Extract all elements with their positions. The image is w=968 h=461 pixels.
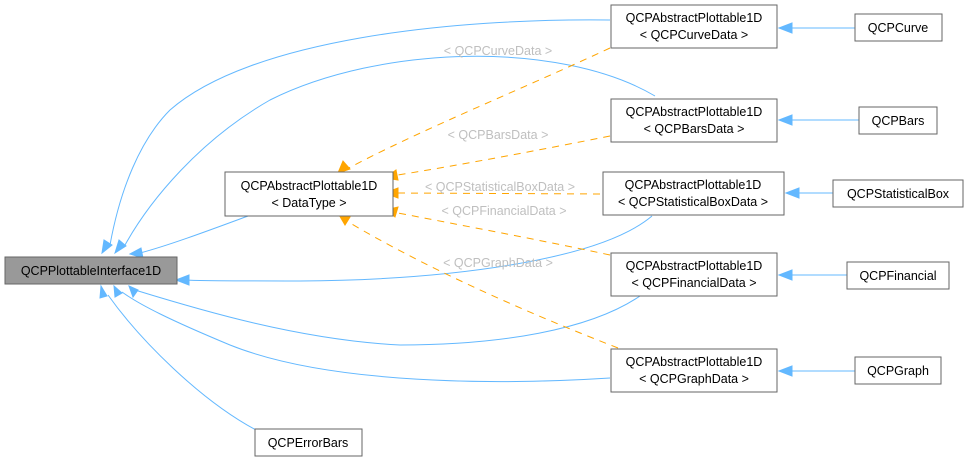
edge-label-graph: < QCPGraphData > [443,256,553,270]
arrowhead-statboxdata [784,187,800,199]
node-abstractplottable1d-financialdata[interactable]: QCPAbstractPlottable1D < QCPFinancialDat… [610,252,778,297]
edge-graphdata-template [344,219,619,349]
node-label: QCPAbstractPlottable1D [625,178,762,192]
node-abstractplottable1d-statisticalboxdata[interactable]: QCPAbstractPlottable1D < QCPStatisticalB… [602,171,785,216]
node-template-label: < QCPCurveData > [640,28,748,42]
arrowhead-curvedata [777,22,793,34]
arrowhead-root-4 [174,274,190,286]
node-template-label: < QCPFinancialData > [631,276,756,290]
node-label: QCPErrorBars [268,436,349,450]
edge-curvedata-template [344,47,611,171]
node-qcpstatisticalbox[interactable]: QCPStatisticalBox [832,179,964,208]
node-template-label: < DataType > [271,196,346,210]
edge-label-curve: < QCPCurveData > [444,44,552,58]
node-template-label: < QCPGraphData > [639,372,749,386]
arrowhead-barsdata [777,114,793,126]
node-qcpcurve[interactable]: QCPCurve [854,13,943,42]
node-label: QCPCurve [868,21,928,35]
edge-statboxdata-to-root [184,215,653,282]
node-qcpgraph[interactable]: QCPGraph [854,356,942,385]
node-abstractplottable1d-curvedata[interactable]: QCPAbstractPlottable1D < QCPCurveData > [610,4,778,49]
node-qcpfinancial[interactable]: QCPFinancial [846,261,950,290]
edge-label-financial: < QCPFinancialData > [441,204,566,218]
edge-graphdata-to-root [121,291,611,383]
node-label: QCPAbstractPlottable1D [626,11,763,25]
inherit-arrowheads [99,22,800,377]
node-label: QCPFinancial [859,269,936,283]
arrowhead-root-6 [113,284,123,298]
edge-barsdata-to-root [124,55,656,246]
edge-curvedata-to-root [109,19,611,246]
arrowhead-template-1 [337,160,351,174]
arrowhead-financialdata [777,269,793,281]
node-abstractplottable1d-barsdata[interactable]: QCPAbstractPlottable1D < QCPBarsData > [610,98,778,143]
node-qcpabstractplottable1d-datatype[interactable]: QCPAbstractPlottable1D < DataType > [224,171,394,217]
node-label: QCPGraph [867,364,929,378]
arrowhead-graphdata [777,365,793,377]
node-template-label: < QCPStatisticalBoxData > [618,195,768,209]
edge-financialdata-to-root [134,289,641,346]
arrowhead-root-1 [101,239,113,255]
arrowhead-root-7 [99,284,108,299]
node-label: QCPStatisticalBox [847,187,950,201]
edge-barsdata-template [397,135,611,176]
node-label: QCPAbstractPlottable1D [626,105,763,119]
edge-abstract-to-root [139,215,249,254]
inherit-edges [107,19,859,431]
node-qcperrorbars[interactable]: QCPErrorBars [254,428,363,457]
edge-labels: < QCPCurveData > < QCPBarsData > < QCPSt… [425,44,575,270]
node-qcpplottableinterface1d[interactable]: QCPPlottableInterface1D [4,256,178,285]
node-label: QCPBars [872,114,925,128]
arrowhead-root-2 [114,239,127,255]
node-label: QCPAbstractPlottable1D [626,259,763,273]
node-qcpbars[interactable]: QCPBars [858,106,938,135]
arrowhead-root-3 [128,247,144,259]
template-edges [344,47,619,349]
node-abstractplottable1d-graphdata[interactable]: QCPAbstractPlottable1D < QCPGraphData > [610,348,778,393]
edge-financialdata-template [397,212,611,256]
node-label: QCPAbstractPlottable1D [241,179,378,193]
edge-label-statbox: < QCPStatisticalBoxData > [425,180,575,194]
edge-label-bars: < QCPBarsData > [448,128,549,142]
edge-errorbars-to-root [107,294,257,431]
node-template-label: < QCPBarsData > [644,122,745,136]
node-label: QCPAbstractPlottable1D [626,355,763,369]
node-label: QCPPlottableInterface1D [21,264,161,278]
arrowhead-root-5 [128,285,139,299]
